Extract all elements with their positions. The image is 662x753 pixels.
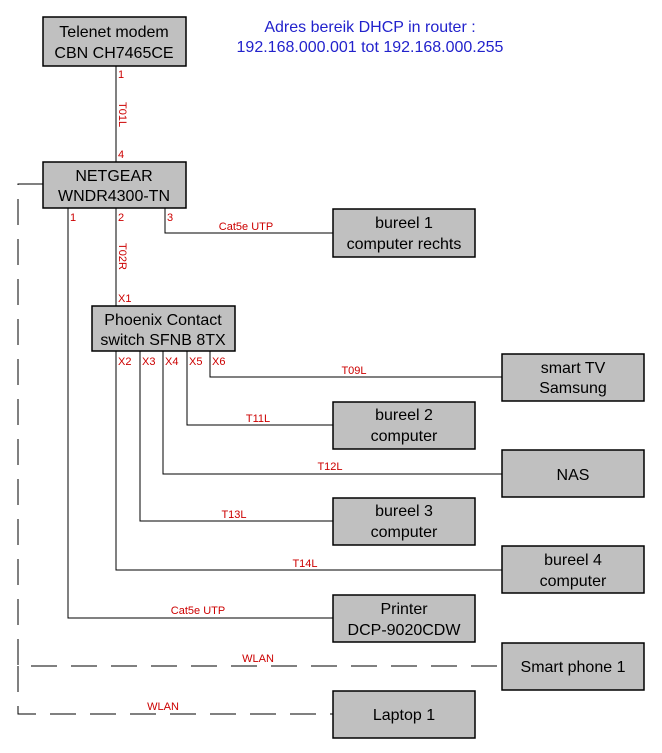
device-nas[interactable]: NAS (501, 449, 645, 498)
device-printer-line1: Printer (380, 601, 428, 618)
cable-label-t11l: T11L (246, 413, 270, 425)
cable-label-wlan-laptop: WLAN (147, 701, 179, 713)
wireless-connections (17, 183, 502, 715)
cable-label-t09l: T09L (341, 365, 366, 377)
cable-label-t12l: T12L (317, 461, 342, 473)
device-modem-line2: CBN CH7465CE (54, 45, 173, 62)
device-modem-line1: Telenet modem (59, 24, 168, 41)
cable-label-cat5e-bureel1: Cat5e UTP (219, 221, 273, 233)
port-label-router-4: 4 (118, 149, 124, 161)
device-smart-phone-line1: Smart phone 1 (521, 659, 626, 676)
device-router[interactable]: NETGEAR WNDR4300-TN (42, 161, 187, 209)
device-bureel2[interactable]: bureel 2 computer (332, 401, 476, 450)
device-switch-line1: Phoenix Contact (104, 312, 222, 329)
device-smarttv-line2: Samsung (539, 380, 607, 397)
cable-label-wlan-phone: WLAN (242, 653, 274, 665)
dhcp-range-title: Adres bereik DHCP in router : (264, 19, 475, 36)
wire-x2-bureel4 (115, 351, 502, 571)
wired-connections (67, 66, 502, 619)
device-bureel4-line1: bureel 4 (544, 552, 602, 569)
device-laptop-line1: Laptop 1 (373, 707, 435, 724)
port-label-router-3: 3 (167, 212, 173, 224)
cable-label-t02r: T02R (116, 243, 128, 270)
cable-label-cat5e-printer: Cat5e UTP (171, 605, 225, 617)
wlan-link-phone (17, 183, 502, 667)
port-label-switch-x4: X4 (165, 356, 178, 368)
device-bureel1-line1: bureel 1 (375, 215, 433, 232)
device-bureel2-line2: computer (371, 428, 438, 445)
device-nas-line1: NAS (557, 467, 590, 484)
device-bureel4[interactable]: bureel 4 computer (501, 545, 645, 594)
device-laptop[interactable]: Laptop 1 (332, 690, 476, 739)
wire-x6-smarttv (209, 351, 502, 378)
device-bureel3-line2: computer (371, 524, 438, 541)
wire-router-bureel1 (164, 208, 333, 234)
cable-label-t13l: T13L (221, 509, 246, 521)
device-router-line1: NETGEAR (75, 168, 152, 185)
wire-x5-bureel2 (186, 351, 333, 426)
device-bureel2-line1: bureel 2 (375, 407, 433, 424)
port-label-switch-x2: X2 (118, 356, 131, 368)
port-label-switch-x1: X1 (118, 293, 131, 305)
device-printer-line2: DCP-9020CDW (348, 622, 462, 639)
dhcp-range-values: 192.168.000.001 tot 192.168.000.255 (237, 39, 504, 56)
device-modem[interactable]: Telenet modem CBN CH7465CE (42, 16, 187, 67)
device-router-line2: WNDR4300-TN (58, 188, 170, 205)
device-bureel1[interactable]: bureel 1 computer rechts (332, 208, 476, 258)
device-switch[interactable]: Phoenix Contact switch SFNB 8TX (91, 305, 236, 352)
wire-x3-bureel3 (139, 351, 333, 522)
wire-router-printer (67, 208, 333, 619)
port-label-modem-1: 1 (118, 69, 124, 81)
device-smarttv-line1: smart TV (541, 360, 606, 377)
port-label-switch-x6: X6 (212, 356, 225, 368)
port-label-switch-x5: X5 (189, 356, 202, 368)
cable-label-t01l: T01L (116, 102, 128, 127)
port-label-router-1: 1 (70, 212, 76, 224)
device-bureel3[interactable]: bureel 3 computer (332, 497, 476, 546)
device-printer[interactable]: Printer DCP-9020CDW (332, 594, 476, 643)
device-switch-line2: switch SFNB 8TX (100, 332, 226, 349)
wire-x4-nas (162, 351, 502, 475)
wlan-link-laptop (17, 666, 333, 715)
device-smart-phone[interactable]: Smart phone 1 (501, 642, 645, 691)
device-bureel4-line2: computer (540, 573, 607, 590)
device-bureel1-line2: computer rechts (347, 236, 462, 253)
port-label-router-2: 2 (118, 212, 124, 224)
port-label-switch-x3: X3 (142, 356, 155, 368)
device-smarttv[interactable]: smart TV Samsung (501, 353, 645, 402)
cable-label-t14l: T14L (292, 558, 317, 570)
device-bureel3-line1: bureel 3 (375, 503, 433, 520)
